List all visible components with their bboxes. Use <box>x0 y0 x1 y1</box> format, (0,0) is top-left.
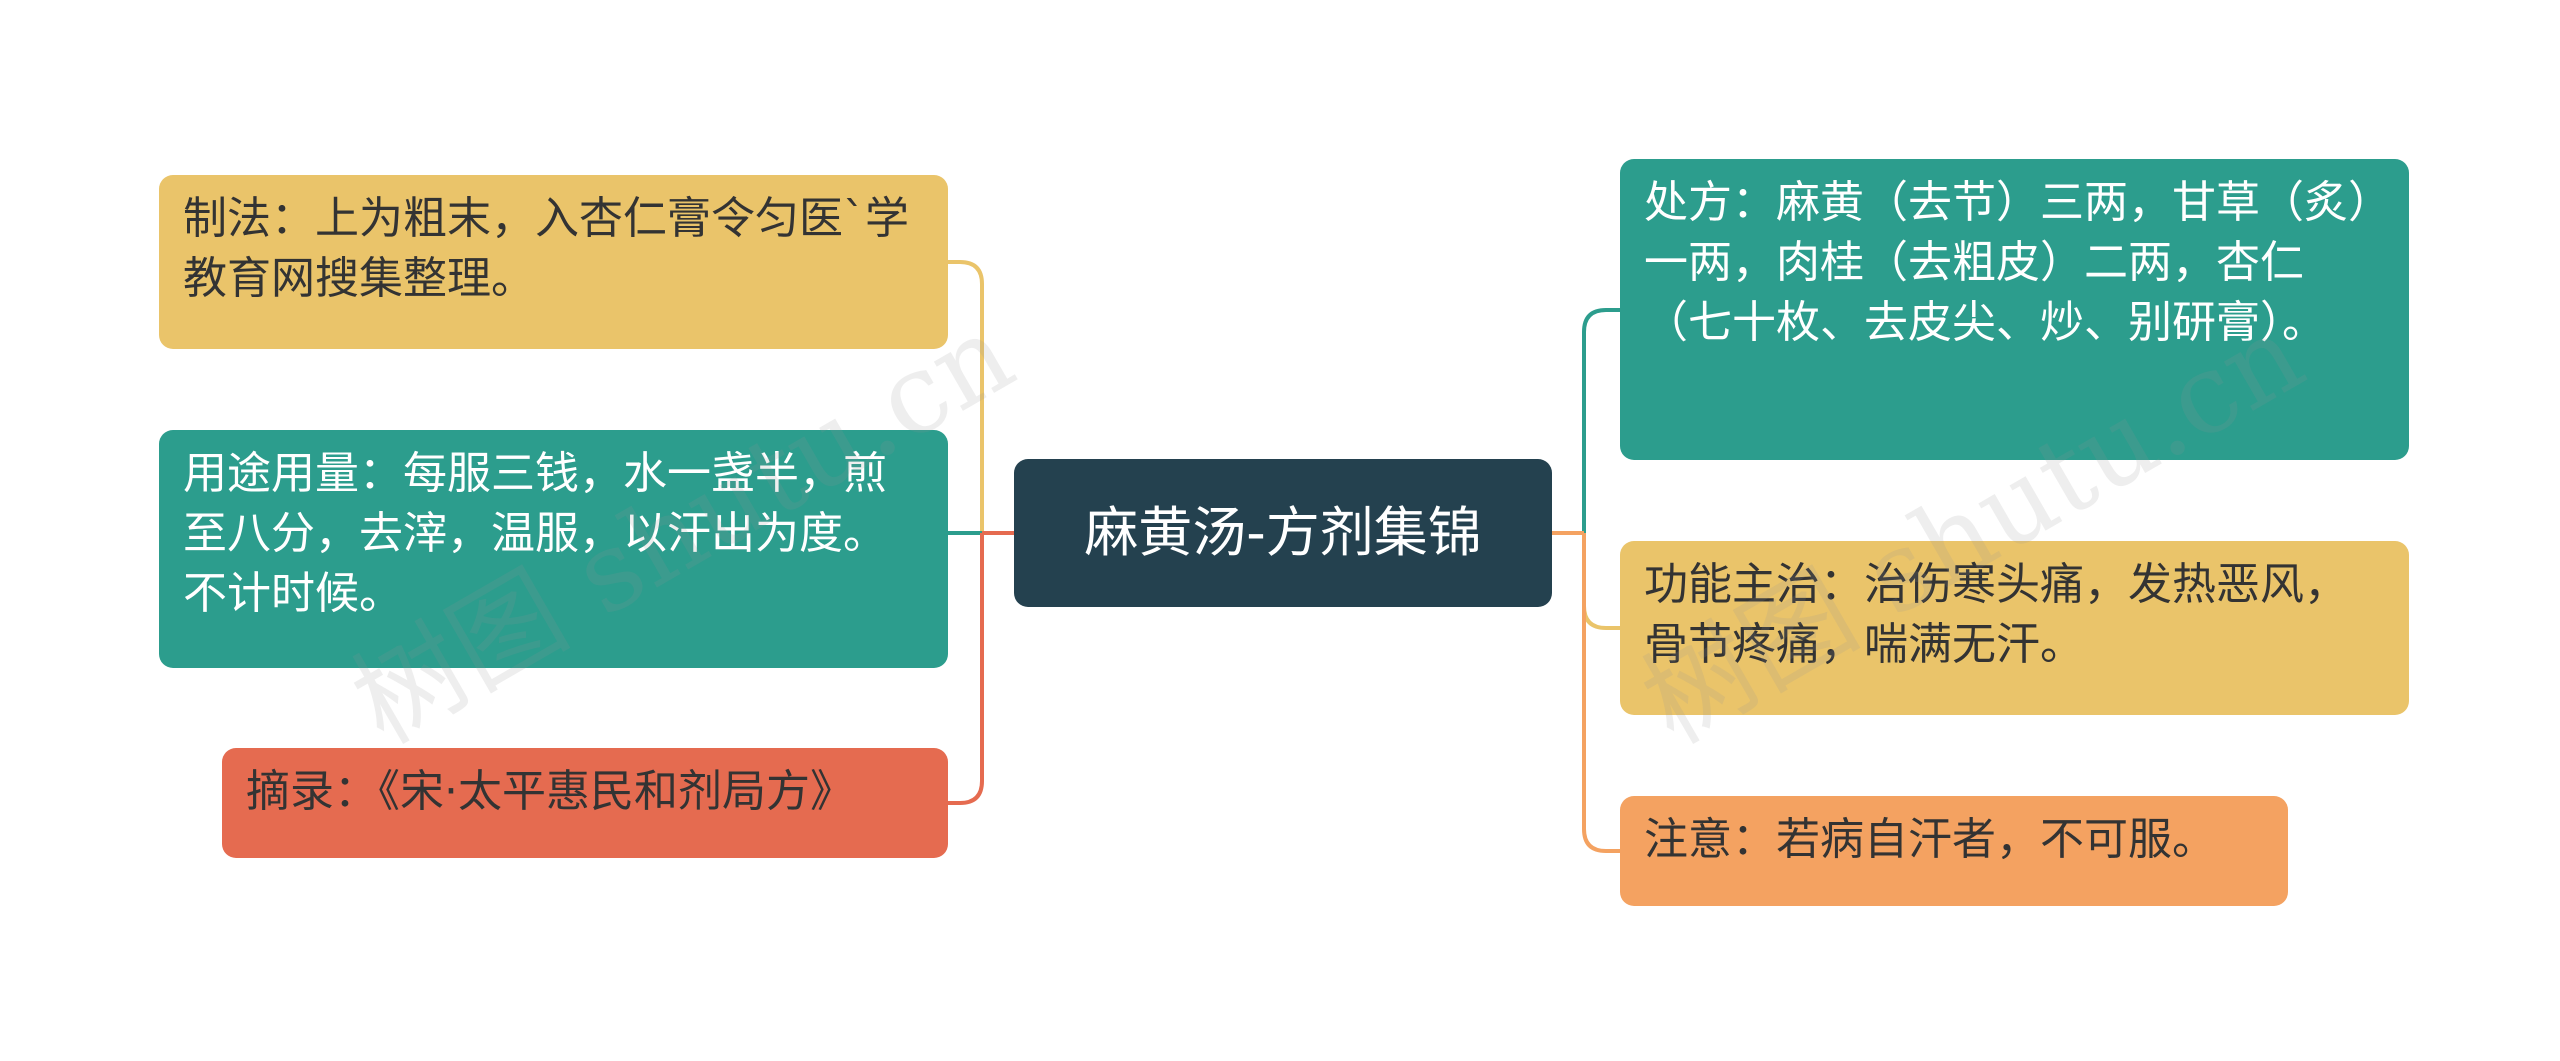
topic-node-indications[interactable]: 功能主治：治伤寒头痛，发热恶风，骨节疼痛，喘满无汗。 <box>1620 541 2409 715</box>
connector-right-0 <box>1582 308 1620 533</box>
topic-text-indications: 功能主治：治伤寒头痛，发热恶风，骨节疼痛，喘满无汗。 <box>1644 559 2348 670</box>
topic-text-source: 摘录：《宋·太平惠民和剂局方》 <box>246 766 854 817</box>
topic-node-prescription[interactable]: 处方：麻黄（去节）三两，甘草（炙）一两，肉桂（去粗皮）二两，杏仁（七十枚、去皮尖… <box>1620 159 2409 460</box>
topic-node-source[interactable]: 摘录：《宋·太平惠民和剂局方》 <box>222 748 948 858</box>
topic-text-caution: 注意：若病自汗者，不可服。 <box>1644 814 2216 865</box>
topic-node-caution[interactable]: 注意：若病自汗者，不可服。 <box>1620 796 2288 906</box>
connector-left-2 <box>948 533 984 805</box>
connector-right-2 <box>1582 533 1620 853</box>
connector-left-0 <box>948 260 984 533</box>
topic-text-usage-dosage: 用途用量：每服三钱，水一盏半，煎至八分，去滓，温服，以汗出为度。不计时候。 <box>183 448 887 619</box>
topic-text-preparation: 制法：上为粗末，入杏仁膏令匀医`学教育网搜集整理。 <box>183 193 909 304</box>
central-topic-node[interactable]: 麻黄汤-方剂集锦 <box>1014 459 1552 607</box>
topic-text-prescription: 处方：麻黄（去节）三两，甘草（炙）一两，肉桂（去粗皮）二两，杏仁（七十枚、去皮尖… <box>1644 177 2370 348</box>
topic-node-preparation[interactable]: 制法：上为粗末，入杏仁膏令匀医`学教育网搜集整理。 <box>159 175 948 349</box>
connector-right-1 <box>1582 533 1620 630</box>
topic-node-usage-dosage[interactable]: 用途用量：每服三钱，水一盏半，煎至八分，去滓，温服，以汗出为度。不计时候。 <box>159 430 948 668</box>
central-topic-label: 麻黄汤-方剂集锦 <box>1084 501 1482 564</box>
